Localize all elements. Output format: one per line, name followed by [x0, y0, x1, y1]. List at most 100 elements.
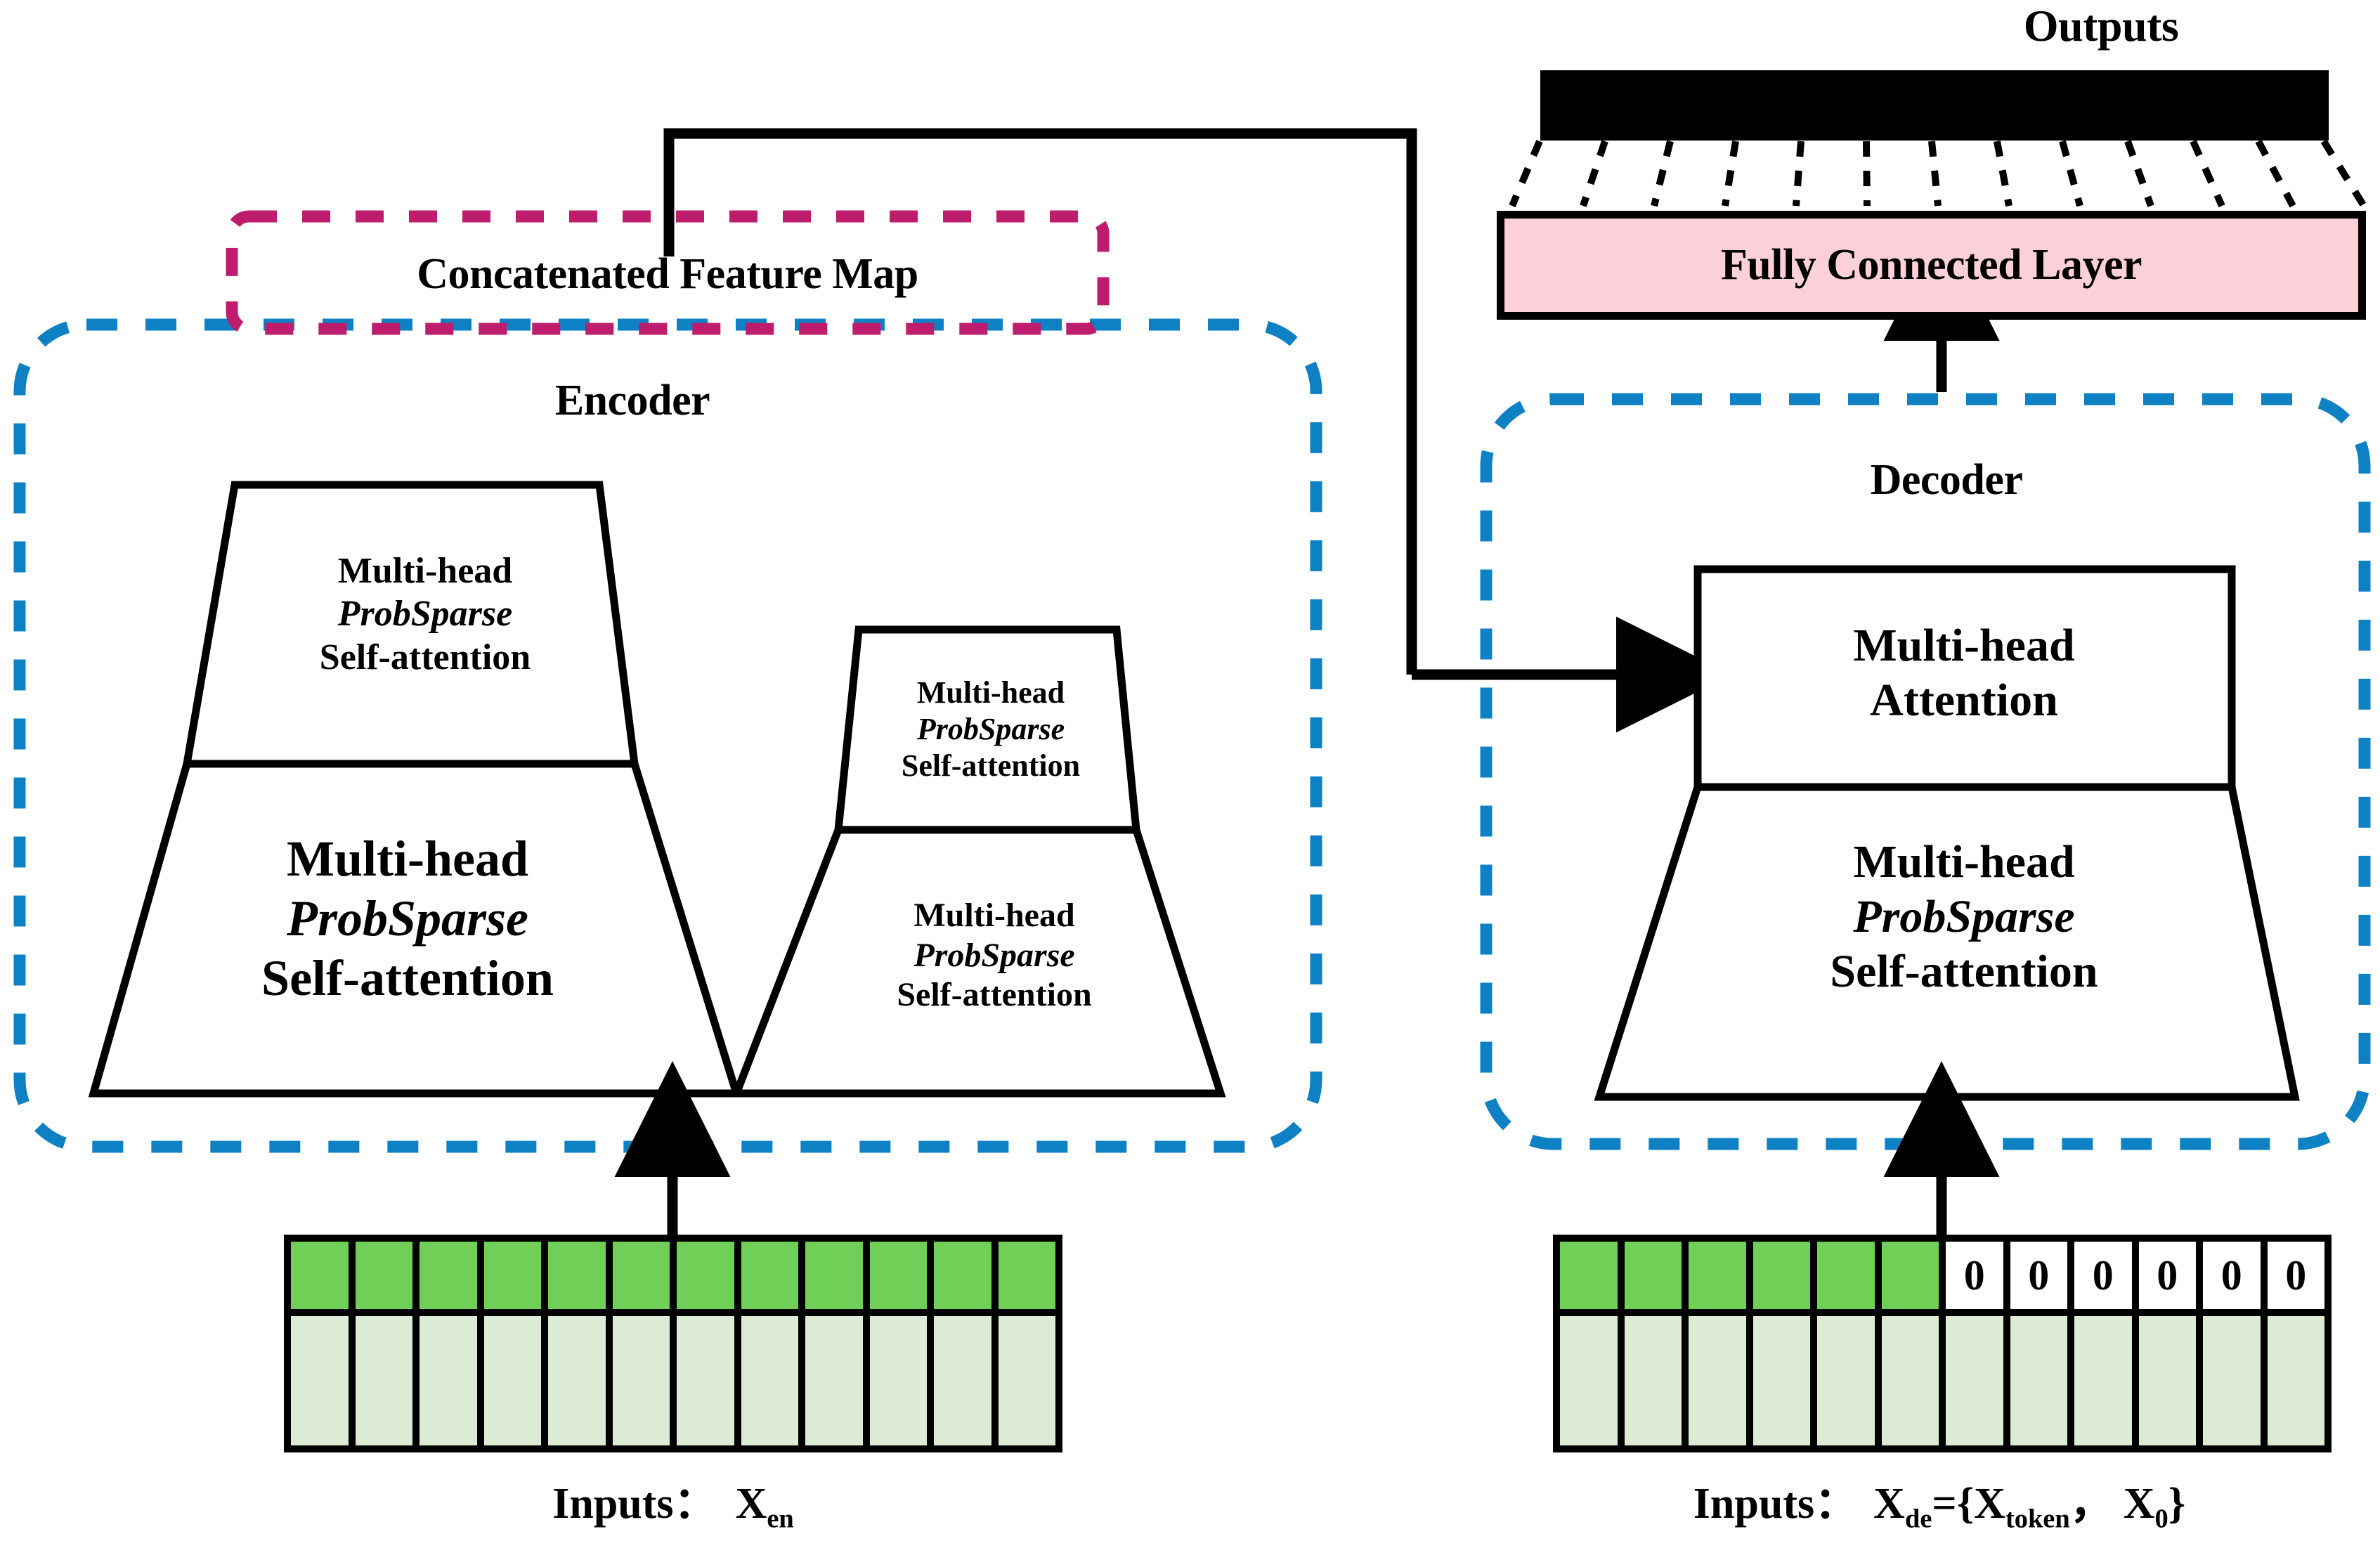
fully-connected-layer-label: Fully Connected Layer — [1720, 241, 2142, 289]
encoder-input-label-sub: en — [767, 1504, 794, 1534]
encoder-to-decoder-connector — [663, 128, 1732, 733]
decoder-input-eq: ={ — [1932, 1480, 1975, 1528]
decoder-token-cell: 0 — [2010, 1242, 2067, 1309]
decoder-input-sub-zero: 0 — [2154, 1504, 2168, 1534]
encoder-embed-cell — [741, 1316, 798, 1445]
decoder-token-cell — [1560, 1242, 1618, 1309]
decoder-input-sub-de: de — [1904, 1504, 1932, 1534]
encoder-embed-cell — [869, 1316, 927, 1445]
decoder-input-var-de: X — [1873, 1480, 1905, 1528]
encoder-token-cell — [420, 1242, 477, 1309]
decoder-input-comma: ， — [2069, 1480, 2114, 1528]
decoder-input-var-token: X — [1974, 1480, 2005, 1528]
decoder-token-cell — [1817, 1242, 1875, 1309]
encoder-token-cell — [483, 1242, 541, 1309]
decoder-embed-row — [1560, 1316, 2324, 1445]
encoder-token-cell — [998, 1242, 1055, 1309]
encoder-token-cell — [741, 1242, 798, 1309]
encoder-token-cell — [869, 1242, 927, 1309]
decoder-selfattention-line2: ProbSparse — [1853, 890, 2075, 942]
encoder-token-cell — [355, 1242, 412, 1309]
decoder-input-label-prefix: Inputs — [1693, 1480, 1815, 1528]
decoder-token-cell: 0 — [1946, 1242, 2003, 1309]
decoder-attention-text: Multi-head Attention — [1729, 618, 2199, 728]
encoder-token-cell — [677, 1242, 734, 1309]
encoder-distilled-lower-line1: Multi-head — [913, 897, 1075, 934]
encoder-embed-cell — [291, 1316, 349, 1445]
encoder-block-lower-line3: Self-attention — [261, 949, 554, 1006]
decoder-selfattention-text: Multi-head ProbSparse Self-attention — [1708, 835, 2220, 999]
decoder-selfattention-line1: Multi-head — [1853, 836, 2075, 887]
encoder-distilled-lower-line3: Self-attention — [897, 976, 1092, 1014]
encoder-distilled-upper-line1: Multi-head — [916, 675, 1065, 710]
encoder-embed-cell — [612, 1316, 670, 1445]
encoder-input-grid — [284, 1235, 1062, 1452]
fc-to-outputs-fan — [1509, 139, 2367, 208]
decoder-attention-line2: Attention — [1870, 674, 2058, 726]
decoder-stack-shape — [1594, 565, 2300, 1101]
outputs-row — [1540, 70, 2329, 141]
encoder-input-label-prefix: Inputs — [552, 1480, 674, 1528]
encoder-block-upper-text: Multi-head ProbSparse Self-attention — [267, 550, 583, 679]
encoder-embed-cell — [805, 1316, 863, 1445]
decoder-embed-cell — [2138, 1316, 2196, 1445]
encoder-block-lower-line1: Multi-head — [286, 831, 528, 887]
encoder-input-label-var: X — [735, 1480, 767, 1528]
encoder-title: Encoder — [554, 377, 710, 424]
encoder-token-cell — [612, 1242, 670, 1309]
decoder-embed-cell — [2267, 1316, 2324, 1445]
encoder-embed-cell — [483, 1316, 541, 1445]
decoder-token-cell — [1624, 1242, 1682, 1309]
decoder-embed-cell — [2203, 1316, 2261, 1445]
encoder-distilled-upper-text: Multi-head ProbSparse Self-attention — [861, 675, 1121, 784]
decoder-input-close: } — [2168, 1480, 2186, 1528]
encoder-block-lower-line2: ProbSparse — [286, 890, 529, 947]
encoder-embed-cell — [998, 1316, 1055, 1445]
fully-connected-layer: Fully Connected Layer — [1497, 211, 2366, 320]
decoder-title: Decoder — [1870, 456, 2023, 504]
encoder-embed-cell — [420, 1316, 477, 1445]
decoder-embed-cell — [1881, 1316, 1939, 1445]
encoder-distilled-lower-text: Multi-head ProbSparse Self-attention — [854, 896, 1135, 1015]
decoder-embed-cell — [1624, 1316, 1682, 1445]
encoder-embed-cell — [934, 1316, 991, 1445]
encoder-distilled-lower-line2: ProbSparse — [913, 936, 1075, 974]
decoder-token-cell — [1881, 1242, 1939, 1309]
encoder-embed-row — [291, 1316, 1055, 1445]
encoder-token-cell — [805, 1242, 863, 1309]
decoder-embed-cell — [2010, 1316, 2067, 1445]
encoder-container-border — [13, 318, 1322, 1153]
encoder-token-row — [291, 1242, 1055, 1309]
encoder-token-cell — [548, 1242, 606, 1309]
encoder-block-upper-line1: Multi-head — [337, 551, 513, 591]
decoder-token-cell: 0 — [2203, 1242, 2261, 1309]
outputs-label: Outputs — [2023, 1, 2179, 51]
encoder-distilled-upper-line2: ProbSparse — [916, 711, 1065, 746]
encoder-embed-cell — [677, 1316, 734, 1445]
decoder-input-label: Inputs：Xde={Xtoken，X0} — [1518, 1467, 2361, 1534]
decoder-token-cell — [1753, 1242, 1810, 1309]
concat-feature-map-border — [226, 210, 1110, 335]
decoder-container-border — [1480, 393, 2371, 1150]
decoder-input-var-zero: X — [2123, 1480, 2155, 1528]
concat-feature-map-label: Concatenated Feature Map — [417, 250, 918, 298]
encoder-embed-cell — [548, 1316, 606, 1445]
decoder-embed-cell — [1689, 1316, 1746, 1445]
decoder-input-label-colon: ： — [1814, 1480, 1859, 1528]
encoder-block-upper-line3: Self-attention — [319, 637, 531, 677]
encoder-token-cell — [291, 1242, 349, 1309]
encoder-embed-cell — [355, 1316, 412, 1445]
encoder-token-cell — [934, 1242, 991, 1309]
decoder-attention-line1: Multi-head — [1853, 620, 2075, 671]
decoder-embed-cell — [2074, 1316, 2132, 1445]
decoder-token-cell: 0 — [2138, 1242, 2196, 1309]
decoder-token-cell — [1689, 1242, 1746, 1309]
decoder-selfattention-line3: Self-attention — [1830, 945, 2098, 997]
encoder-block-upper-line2: ProbSparse — [337, 594, 513, 635]
encoder-distilled-upper-line3: Self-attention — [901, 748, 1081, 783]
encoder-block-lower-text: Multi-head ProbSparse Self-attention — [183, 829, 632, 1008]
decoder-embed-cell — [1753, 1316, 1810, 1445]
